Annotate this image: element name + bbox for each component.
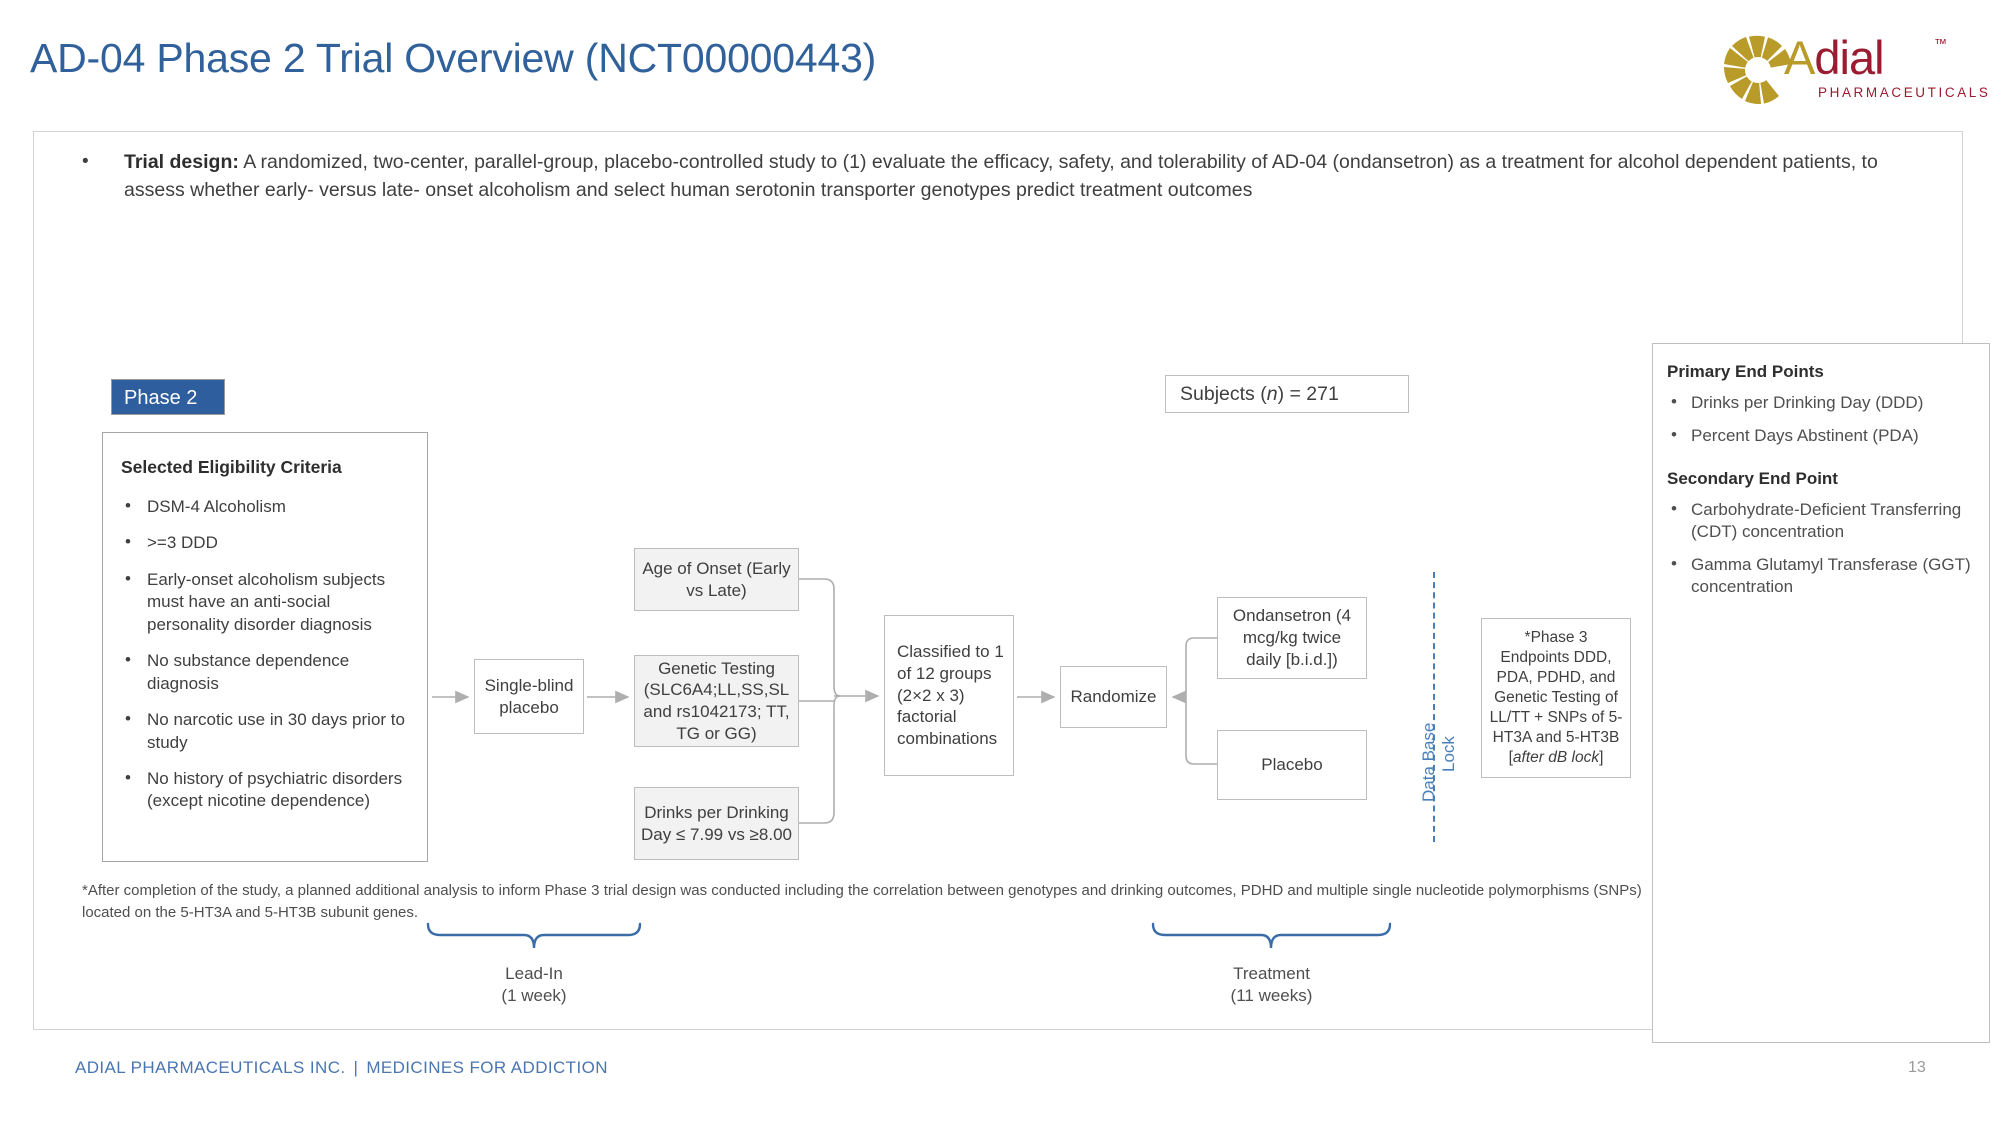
lead-in-brace-icon	[426, 922, 642, 949]
list-item: Carbohydrate-Deficient Transferring (CDT…	[1667, 498, 1973, 543]
lead-in-duration: (1 week)	[501, 986, 567, 1006]
footnote-text: *After completion of the study, a planne…	[82, 882, 1642, 921]
flow-box-ondansetron-arm: Ondansetron (4 mcg/kg twice daily [b.i.d…	[1217, 597, 1367, 679]
bullet-icon: •	[82, 151, 89, 172]
eligibility-criteria-box: Selected Eligibility Criteria DSM-4 Alco…	[102, 432, 428, 862]
list-item: No narcotic use in 30 days prior to stud…	[121, 708, 407, 754]
treatment-brace-icon	[1151, 922, 1392, 949]
logo-wordmark: Adial	[1784, 30, 1885, 85]
treatment-label: Treatment (11 weeks)	[1149, 963, 1394, 1007]
flow-box-age-of-onset: Age of Onset (Early vs Late)	[634, 548, 799, 611]
trademark-icon: ™	[1934, 36, 1947, 51]
phase-badge: Phase 2	[111, 379, 225, 415]
flow-box-placebo-arm: Placebo	[1217, 730, 1367, 800]
endpoints-panel: Primary End Points Drinks per Drinking D…	[1652, 343, 1990, 1043]
logo-subtitle: PHARMACEUTICALS	[1818, 85, 1991, 100]
slide-content-frame: • Trial design: A randomized, two-center…	[33, 131, 1990, 1043]
flow-box-phase3-endpoints: *Phase 3 Endpoints DDD, PDA, PDHD, and G…	[1481, 618, 1631, 778]
eligibility-heading: Selected Eligibility Criteria	[121, 457, 342, 477]
list-item: >=3 DDD	[121, 531, 407, 554]
eligibility-list: DSM-4 Alcoholism >=3 DDD Early-onset alc…	[121, 495, 407, 813]
footer-branding: ADIAL PHARMACEUTICALS INC. | MEDICINES FOR…	[75, 1058, 608, 1078]
adial-logo: Adial ™ PHARMACEUTICALS	[1722, 30, 1988, 108]
primary-endpoints-heading: Primary End Points	[1667, 362, 1824, 381]
list-item: No substance dependence diagnosis	[121, 649, 407, 695]
list-item: Percent Days Abstinent (PDA)	[1667, 424, 1973, 447]
footer-tagline: MEDICINES FOR ADDICTION	[366, 1058, 608, 1077]
list-item: No history of psychiatric disorders (exc…	[121, 767, 407, 813]
subjects-n-italic: n	[1266, 383, 1278, 405]
footer-company: ADIAL PHARMACEUTICALS INC.	[75, 1058, 346, 1077]
phase3-italic: after dB lock	[1512, 749, 1600, 767]
lead-in-brace-group: Lead-In (1 week)	[424, 922, 644, 1007]
database-lock-marker: Data Base Lock	[1405, 572, 1465, 842]
subjects-count-box: Subjects (n) = 271	[1165, 375, 1409, 413]
database-lock-label-line1: Data Base	[1419, 722, 1438, 802]
trial-design-body: A randomized, two-center, parallel-group…	[124, 151, 1878, 201]
primary-endpoints-list: Drinks per Drinking Day (DDD) Percent Da…	[1667, 391, 1973, 447]
secondary-endpoints-list: Carbohydrate-Deficient Transferring (CDT…	[1667, 498, 1973, 598]
list-item: DSM-4 Alcoholism	[121, 495, 407, 518]
list-item: Gamma Glutamyl Transferase (GGT) concent…	[1667, 553, 1973, 598]
logo-letter-a: A	[1784, 31, 1815, 84]
footer-separator: |	[353, 1058, 359, 1077]
database-lock-dashed-line	[1433, 572, 1435, 842]
trial-design-label: Trial design:	[124, 151, 239, 173]
database-lock-label-line2: Lock	[1439, 736, 1458, 772]
subjects-prefix: Subjects (	[1180, 383, 1267, 405]
phase3-text: *Phase 3 Endpoints DDD, PDA, PDHD, and G…	[1489, 628, 1623, 767]
flow-box-drinks-per-drinking-day: Drinks per Drinking Day ≤ 7.99 vs ≥8.00	[634, 787, 799, 860]
list-item: Drinks per Drinking Day (DDD)	[1667, 391, 1973, 414]
secondary-endpoint-heading: Secondary End Point	[1667, 469, 1838, 489]
flow-box-randomize: Randomize	[1060, 666, 1167, 728]
flow-box-single-blind-placebo: Single-blind placebo	[474, 659, 584, 734]
page-number: 13	[1908, 1059, 1926, 1076]
logo-letters-dial: dial	[1814, 31, 1884, 84]
sunburst-icon	[1724, 35, 1791, 105]
lead-in-name: Lead-In	[505, 964, 563, 983]
flow-box-genetic-testing: Genetic Testing (SLC6A4;LL,SS,SL and rs1…	[634, 655, 799, 747]
subjects-suffix: ) = 271	[1277, 383, 1339, 405]
treatment-duration: (11 weeks)	[1230, 986, 1313, 1006]
treatment-name: Treatment	[1233, 964, 1310, 983]
trial-design-paragraph: • Trial design: A randomized, two-center…	[82, 149, 1912, 204]
list-item: Early-onset alcoholism subjects must hav…	[121, 568, 407, 636]
lead-in-label: Lead-In (1 week)	[424, 963, 644, 1007]
phase3-close: ]	[1599, 749, 1604, 767]
flow-box-classified-groups: Classified to 1 of 12 groups (2×2 x 3) f…	[884, 615, 1014, 776]
treatment-brace-group: Treatment (11 weeks)	[1149, 922, 1394, 1007]
page-title: AD-04 Phase 2 Trial Overview (NCT0000044…	[30, 35, 877, 81]
